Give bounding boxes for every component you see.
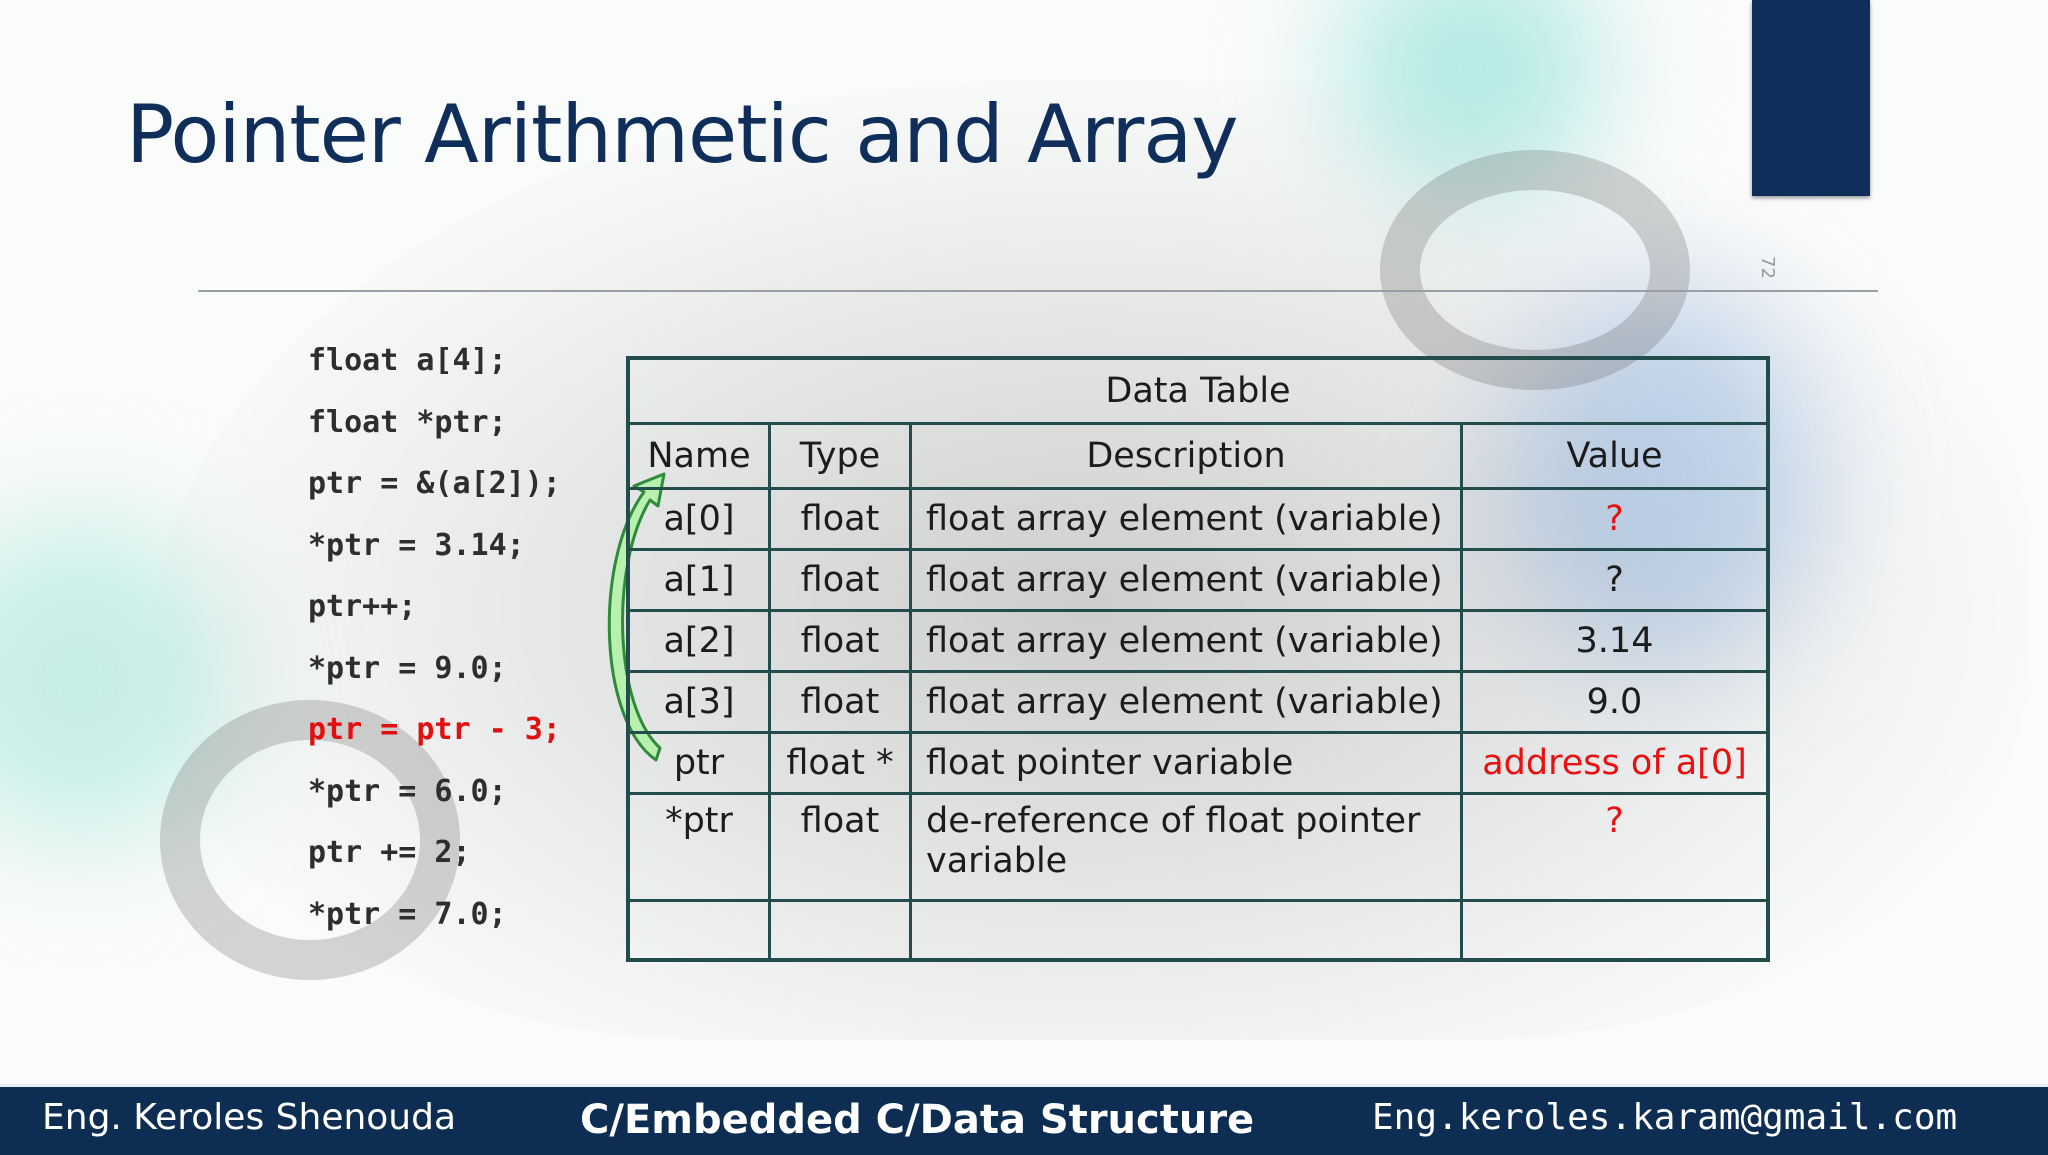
code-line: *ptr = 7.0; [308,896,507,932]
cell-description: de-reference of float pointer variable [909,792,1463,902]
cell-value: ? [1460,548,1770,612]
code-block: float a[4]; float *ptr; ptr = &(a[2]); *ptr… [308,338,561,953]
cell-name: a[3] [626,670,771,734]
cell-type: float [768,609,912,673]
code-line: ptr = ptr - 3; [308,712,561,747]
table-caption: Data Table [626,356,1770,425]
cell-value: 3.14 [1460,609,1770,673]
cell-description: float pointer variable [909,731,1463,795]
code-line: ptr += 2; [308,835,471,870]
cell-value: ? [1460,792,1770,902]
empty-cell [626,899,771,962]
empty-cell [768,899,912,962]
slide-title: Pointer Arithmetic and Array [126,88,1239,181]
cell-value: address of a[0] [1460,731,1770,795]
table-row-empty [626,899,1770,962]
empty-cell [909,899,1463,962]
cell-description: float array element (variable) [909,609,1463,673]
header-value: Value [1460,422,1770,490]
header-name: Name [626,422,771,490]
code-line: *ptr = 3.14; [308,527,525,563]
code-line: ptr++; [308,589,417,624]
title-divider [198,290,1878,292]
cell-name: a[2] [626,609,771,673]
cell-name: a[0] [626,487,771,551]
cell-type: float * [768,731,912,795]
header-type: Type [768,422,912,490]
page-number: 72 [1757,256,1778,279]
cell-type: float [768,487,912,551]
cell-description: float array element (variable) [909,487,1463,551]
cell-description: float array element (variable) [909,670,1463,734]
cell-name: ptr [626,731,771,795]
data-table: Data Table Name Type Description Value a… [626,356,1770,962]
cell-description: float array element (variable) [909,548,1463,612]
code-line: ptr = &(a[2]); [308,466,561,501]
empty-cell [1460,899,1770,962]
header-description: Description [909,422,1463,490]
footer-course: C/Embedded C/Data Structure [580,1097,1255,1143]
cell-name: *ptr [626,792,771,902]
cell-value: 9.0 [1460,670,1770,734]
cell-type: float [768,792,912,902]
code-line: float *ptr; [308,404,507,440]
cell-type: float [768,670,912,734]
cell-value: ? [1460,487,1770,551]
cell-name: a[1] [626,548,771,612]
footer-author: Eng. Keroles Shenouda [42,1097,457,1138]
corner-tab [1752,0,1870,196]
code-line: float a[4]; [308,343,507,378]
footer-bar: Eng. Keroles Shenouda C/Embedded C/Data … [0,1084,2048,1155]
footer-email: Eng.keroles.karam@gmail.com [1372,1097,1958,1138]
car-wheel-right [1380,150,1690,390]
code-line: *ptr = 9.0; [308,650,507,686]
code-line: *ptr = 6.0; [308,773,507,809]
cell-type: float [768,548,912,612]
